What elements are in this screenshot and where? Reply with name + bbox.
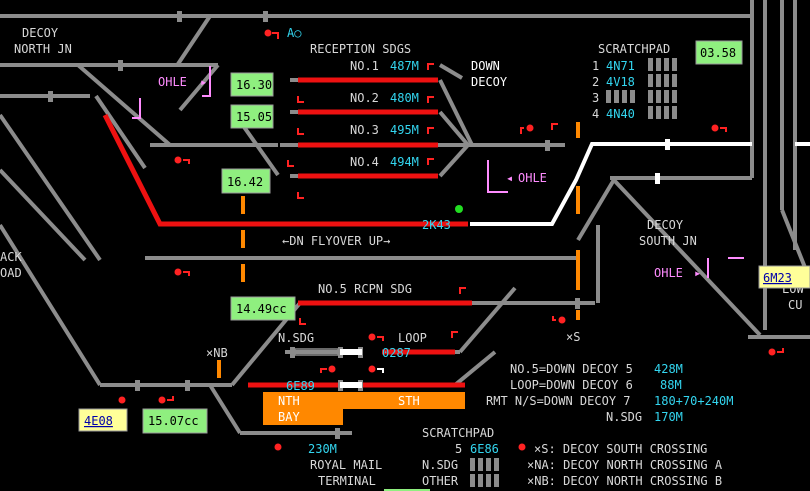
n-sdg-label: N.SDG	[278, 331, 314, 345]
info-row-3-label: RMT N/S=DOWN DECOY 7	[486, 394, 631, 408]
scratchpad-row-2-code[interactable]: 4V18	[606, 75, 635, 89]
berth-14-49cc-text: 14.49cc	[236, 302, 287, 316]
crossing-s-marker: ×S	[566, 330, 580, 344]
decoy-north-jn-label-1: DECOY	[22, 26, 59, 40]
siding-1-length: 487M	[390, 59, 419, 73]
info-row-2-label: LOOP=DOWN DECOY 6	[510, 378, 633, 392]
info-row-3-value: 180+70+240M	[654, 394, 733, 408]
orange-markers	[217, 122, 580, 378]
scratchpad-row-1-code[interactable]: 4N71	[606, 59, 635, 73]
info-row-1-value: 428M	[654, 362, 683, 376]
headcode-2k43[interactable]: 2K43	[422, 218, 451, 232]
decoy-south-jn-label-2: SOUTH JN	[639, 234, 697, 248]
scratchpad-bottom-empty-slots	[470, 458, 499, 487]
royal-mail-label-1: ROYAL MAIL	[310, 458, 382, 472]
signal-green	[455, 205, 463, 213]
nth-bay-block: NTH BAY STH	[263, 392, 465, 425]
berth-16-30-text: 16.30	[236, 78, 272, 92]
scratchpad-top-empty-slots	[606, 58, 677, 119]
headcode-0287[interactable]: 0287	[382, 346, 411, 360]
loop-label: LOOP	[398, 331, 427, 345]
royal-mail-label-2: TERMINAL	[318, 474, 376, 488]
decoy-south-jn-label-1: DECOY	[647, 218, 684, 232]
ohle-markers	[132, 66, 744, 278]
berth-15-07cc[interactable]: 15.07cc	[142, 408, 208, 434]
berth-03-58[interactable]: 03.58	[695, 40, 743, 65]
info-row-4-value: 170M	[654, 410, 683, 424]
ohle-label-2: OHLE	[518, 171, 547, 185]
info-row-4-label: N.SDG	[606, 410, 642, 424]
scratchpad-row-4-code[interactable]: 4N40	[606, 107, 635, 121]
decoy-north-jn-label-2: NORTH JN	[14, 42, 72, 56]
scratchpad-row-4-number: 4	[592, 107, 599, 121]
scratchpad-row-1-number: 1	[592, 59, 599, 73]
ohle-arrow-2: ◂	[506, 171, 513, 185]
scratchpad-bottom-other: OTHER	[422, 474, 459, 488]
reception-sdgs-label: RECEPTION SDGS	[310, 42, 411, 56]
berth-03-58-text: 03.58	[700, 46, 736, 60]
length-230-label: 230M	[308, 442, 337, 456]
berth-15-05[interactable]: 15.05	[230, 104, 274, 129]
scratchpad-top-title: SCRATCHPAD	[598, 42, 670, 56]
berth-4e08[interactable]: 4E08	[78, 408, 128, 432]
siding-4-name: NO.4	[350, 155, 379, 169]
scratchpad-bottom-code[interactable]: 6E86	[470, 442, 499, 456]
siding-4-length: 494M	[390, 155, 419, 169]
berth-6m23-text: 6M23	[763, 271, 792, 285]
berth-16-30[interactable]: 16.30	[230, 72, 274, 97]
loop-graphics	[294, 348, 362, 388]
scratchpad-bottom[interactable]: SCRATCHPAD 5 6E86 N.SDG OTHER	[384, 426, 499, 491]
berth-15-07cc-text: 15.07cc	[148, 414, 199, 428]
ohle-arrow-1: ▸	[200, 75, 207, 89]
siding-info: NO.5=DOWN DECOY 5 428M LOOP=DOWN DECOY 6…	[486, 362, 733, 424]
sth-label: STH	[398, 394, 420, 408]
berth-6m23[interactable]: 6M23	[758, 265, 810, 289]
scratchpad-row-2-number: 2	[592, 75, 599, 89]
back-road-label-1: ACK	[0, 250, 22, 264]
legend-row-3: ×NB: DECOY NORTH CROSSING B	[527, 474, 722, 488]
crossing-nb-marker: ×NB	[206, 346, 228, 360]
siding-3-name: NO.3	[350, 123, 379, 137]
info-row-2-value: 88M	[660, 378, 682, 392]
ohle-label-1: OHLE	[158, 75, 187, 89]
legend-row-1: ×S: DECOY SOUTH CROSSING	[534, 442, 707, 456]
info-row-1-label: NO.5=DOWN DECOY 5	[510, 362, 633, 376]
nth-bay-label-2: BAY	[278, 410, 300, 424]
siding-2-length: 480M	[390, 91, 419, 105]
flyover-route	[102, 113, 468, 227]
scratchpad-bottom-title: SCRATCHPAD	[422, 426, 494, 440]
scratchpad-bottom-number: 5	[455, 442, 462, 456]
berth-15-05-text: 15.05	[236, 110, 272, 124]
siding-1-name: NO.1	[350, 59, 379, 73]
siding-2-name: NO.2	[350, 91, 379, 105]
crossing-legend: ×S: DECOY SOUTH CROSSING ×NA: DECOY NORT…	[527, 442, 723, 488]
ohle-label-3: OHLE	[654, 266, 683, 280]
set-route-white	[470, 142, 810, 226]
down-decoy-label-1: DOWN	[471, 59, 500, 73]
a-marker: A○	[287, 26, 301, 40]
headcode-6e89[interactable]: 6E89	[286, 379, 315, 393]
scratchpad-row-3-number: 3	[592, 91, 599, 105]
berth-16-42[interactable]: 16.42	[221, 168, 271, 194]
berth-16-42-text: 16.42	[227, 175, 263, 189]
signal-red	[118, 29, 784, 451]
partial-berth	[384, 489, 430, 491]
low-cu-label-2: CU	[788, 298, 802, 312]
ohle-arrow-3: ▸	[694, 266, 701, 280]
scratchpad-bottom-nsdg: N.SDG	[422, 458, 458, 472]
nth-bay-label-1: NTH	[278, 394, 300, 408]
back-road-label-2: OAD	[0, 266, 22, 280]
berth-4e08-text: 4E08	[84, 414, 113, 428]
legend-row-2: ×NA: DECOY NORTH CROSSING A	[527, 458, 723, 472]
scratchpad-top[interactable]: SCRATCHPAD 1 4N71 2 4V18 3 4 4N40	[592, 42, 677, 121]
siding-3-length: 495M	[390, 123, 419, 137]
berth-14-49cc[interactable]: 14.49cc	[230, 296, 296, 321]
flyover-label: ←DN FLYOVER UP→	[282, 234, 390, 248]
down-decoy-label-2: DECOY	[471, 75, 508, 89]
no5-siding-label: NO.5 RCPN SDG	[318, 282, 412, 296]
